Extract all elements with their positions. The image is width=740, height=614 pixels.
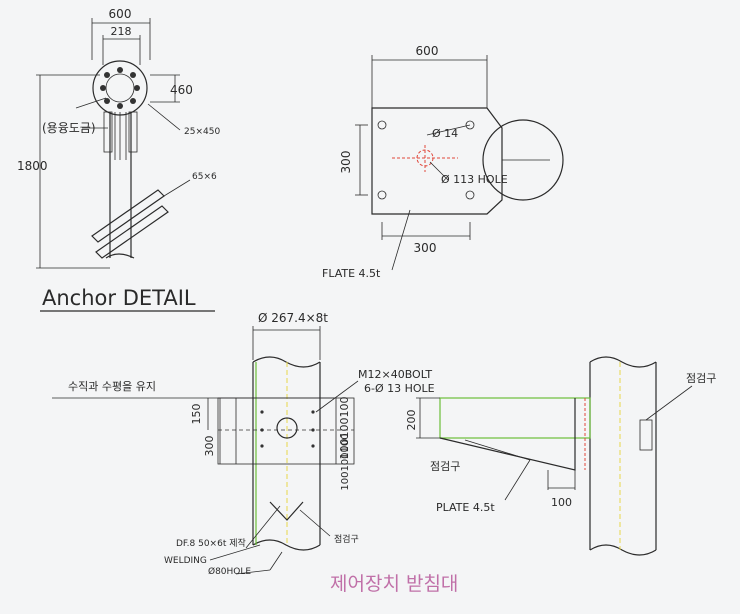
side-plate-label: PLATE 4.5t	[436, 501, 495, 514]
front-level-note: 수직과 수평을 유지	[68, 380, 156, 393]
anchor-dim-height: 1800	[17, 159, 48, 173]
anchor-detail: 600 218 460 1800	[17, 7, 220, 312]
front-df-note: DF.8 50×6t 제작	[176, 538, 246, 549]
side-dim-100: 100	[551, 496, 572, 509]
drawing-title: 제어장치 받침대	[330, 573, 458, 595]
plate-hole-big: Ø 113 HOLE	[441, 173, 508, 186]
side-dim-200: 200	[405, 410, 418, 431]
plate-dim-width: 600	[416, 44, 439, 58]
front-dim-150: 150	[190, 404, 203, 425]
plate-detail: 600 300 Ø 14 Ø 113 HOLE 300 FLATE 4.5t	[322, 44, 564, 280]
anchor-bolt-spec: 25×450	[184, 127, 220, 137]
plate-dim-bottom: 300	[414, 241, 437, 255]
plate-hole-small: Ø 14	[432, 127, 458, 140]
side-view: 200 점검구 점검구 PLATE 4.5t 100	[405, 356, 716, 556]
front-dim-stack: 100100100	[338, 397, 351, 460]
side-inspect-mid: 점검구	[430, 460, 460, 473]
anchor-dim-side: 460	[170, 83, 193, 97]
front-bolt-label: M12×40BOLT	[358, 368, 432, 381]
front-holes-label: 6-Ø 13 HOLE	[364, 382, 435, 395]
front-view: Ø 267.4×8t 수직과 수평을 유지 150 300 100100100 …	[52, 311, 435, 577]
anchor-title: Anchor DETAIL	[42, 286, 196, 310]
anchor-coating-label: (용융도금)	[42, 121, 96, 135]
front-hole80: Ø80HOLE	[208, 566, 251, 577]
anchor-dim-inner: 218	[111, 25, 132, 38]
anchor-angle-spec: 65×6	[192, 172, 217, 182]
front-dim-300: 300	[203, 436, 216, 457]
front-welding: WELDING	[164, 556, 207, 566]
front-dim-stack2: 100100100	[340, 433, 351, 490]
plate-dim-height: 300	[339, 151, 353, 174]
plate-flate-label: FLATE 4.5t	[322, 267, 381, 280]
side-inspect-top: 점검구	[686, 372, 716, 385]
front-inspect: 점검구	[334, 533, 359, 545]
anchor-dim-width: 600	[109, 7, 132, 21]
front-pipe-label: Ø 267.4×8t	[258, 311, 328, 325]
